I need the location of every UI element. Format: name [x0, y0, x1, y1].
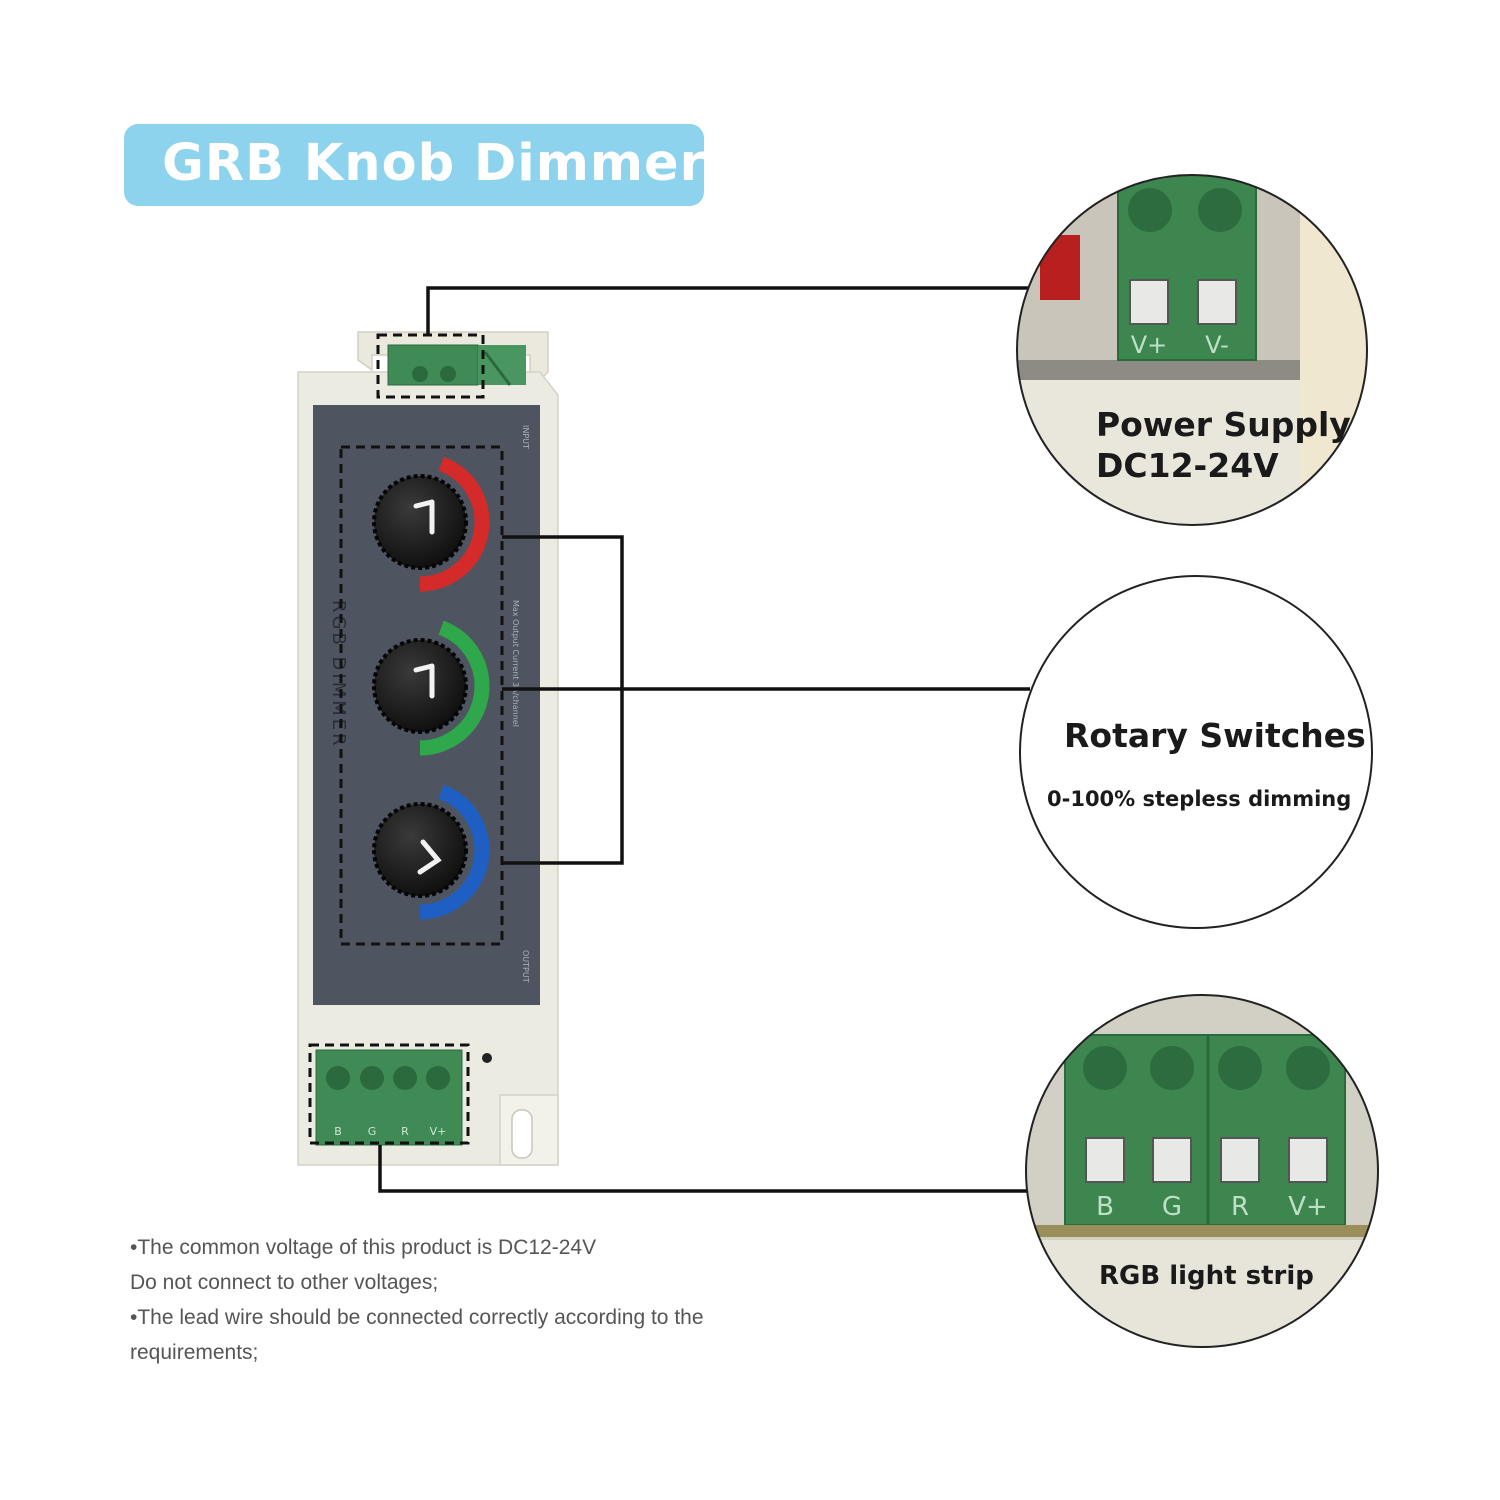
output-terminal-label: V+: [430, 1125, 447, 1138]
power-supply-label: Power Supply: [1096, 405, 1351, 444]
note-line: Do not connect to other voltages;: [130, 1271, 439, 1294]
highlight-boxes: [308, 333, 504, 1145]
rgb-strip-callout: B G R V+: [1025, 994, 1379, 1348]
note-line: requirements;: [130, 1341, 259, 1364]
output-terminal-label: G: [368, 1125, 377, 1138]
note-line: •The common voltage of this product is D…: [130, 1236, 597, 1259]
dimmer-device: INPUT Max Output Current 3A/channel OUTP…: [297, 331, 559, 1166]
blue-knob-arc: [419, 784, 490, 920]
output-terminal-label: R: [401, 1125, 409, 1138]
blue-knob-indicator: [417, 839, 442, 875]
leader-lines: [378, 286, 1030, 1193]
input-terminal-block: [387, 344, 479, 386]
rgb-strip-label: RGB light strip: [1099, 1261, 1314, 1291]
v-minus-label: V-: [1205, 331, 1229, 359]
green-knob-indicator: [413, 663, 435, 699]
max-current-label: Max Output Current 3A/channel: [511, 600, 520, 727]
output-side-label: OUTPUT: [521, 950, 530, 983]
panel-brand-label: RGB DIMMER: [328, 600, 349, 749]
power-supply-callout: V+ V-: [1016, 174, 1368, 526]
red-knob-arc: [419, 456, 490, 592]
strip-terminal-label: B: [1096, 1192, 1114, 1222]
green-knob-arc: [419, 620, 490, 756]
v-plus-label: V+: [1131, 331, 1168, 359]
blue-knob[interactable]: [372, 802, 468, 898]
red-knob[interactable]: [372, 474, 468, 570]
rotary-switches-callout: [1019, 575, 1373, 929]
usage-notes: •The common voltage of this product is D…: [130, 1230, 830, 1370]
output-terminal-block: [315, 1049, 463, 1146]
rotary-switches-subtitle: 0-100% stepless dimming: [1047, 787, 1352, 811]
title-banner: [124, 124, 704, 206]
green-knob[interactable]: [372, 638, 468, 734]
strip-terminal-label: V+: [1288, 1192, 1328, 1222]
note-line: •The lead wire should be connected corre…: [130, 1306, 704, 1329]
strip-terminal-label: G: [1162, 1192, 1182, 1222]
page-title: GRB Knob Dimmer: [162, 134, 706, 193]
power-voltage-label: DC12-24V: [1096, 446, 1279, 485]
rotary-switches-title: Rotary Switches: [1064, 716, 1366, 755]
strip-terminal-label: R: [1231, 1192, 1249, 1222]
red-knob-indicator: [413, 499, 435, 535]
input-side-label: INPUT: [521, 425, 530, 449]
output-terminal-label: B: [334, 1125, 342, 1138]
